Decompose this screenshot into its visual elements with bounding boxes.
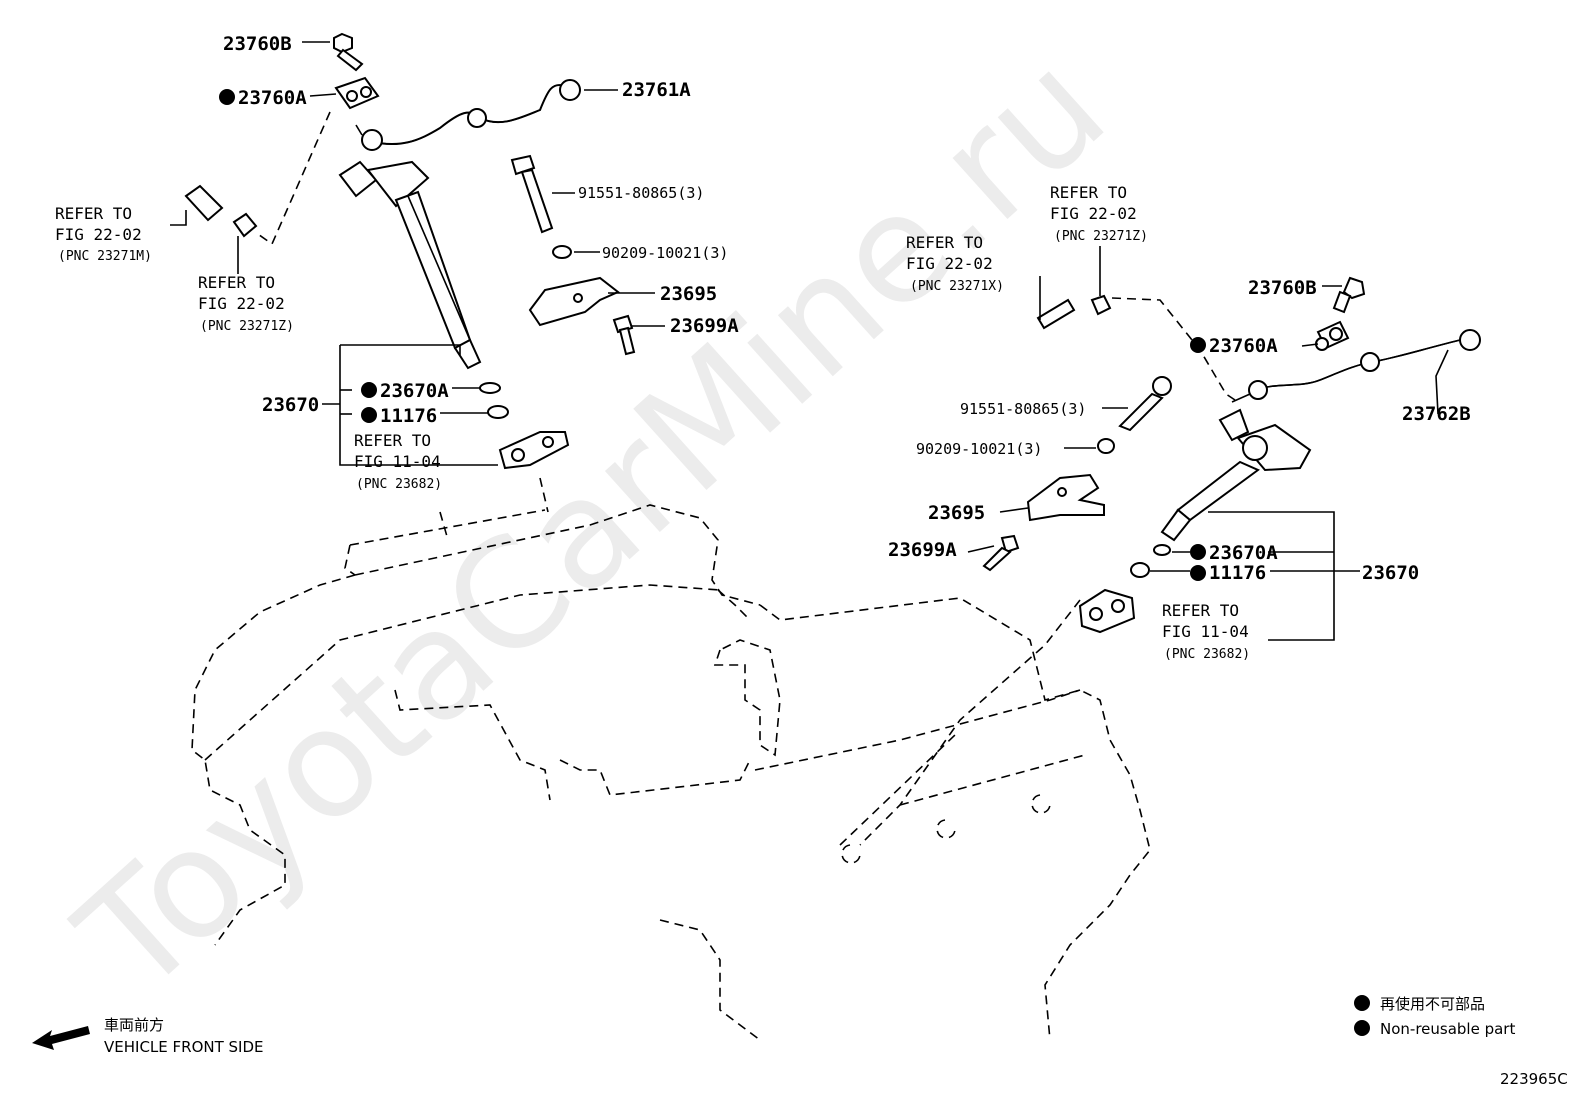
- nonreusable-dot-icon: [1190, 337, 1206, 353]
- left-leaders: [170, 41, 665, 466]
- nonreusable-jp: 再使用不可部品: [1380, 995, 1485, 1013]
- ref-pnc: (PNC 23271X): [910, 279, 1004, 294]
- bolt-23760B-left-icon: [333, 32, 364, 72]
- hose-23271X-icon: [1036, 298, 1076, 330]
- clamp-23760A-left-icon: [334, 76, 380, 110]
- label-91551-right: 91551-80865(3): [960, 400, 1086, 418]
- ref-fig: FIG 22-02: [906, 254, 993, 273]
- label-23760A-right: 23760A: [1209, 335, 1278, 357]
- ref-refer-to: REFER TO: [1162, 601, 1239, 620]
- ref-pnc: (PNC 23271Z): [200, 319, 294, 334]
- fuel-pipe-23761A-icon: [364, 84, 566, 146]
- right-injector-assembly: [982, 276, 1481, 634]
- clamp-23760A-right-icon: [1315, 320, 1350, 351]
- direction-legend: 車両前方 VEHICLE FRONT SIDE: [32, 1016, 264, 1056]
- clamp-23695-right-icon: [1026, 473, 1105, 522]
- label-11176-left: 11176: [380, 405, 437, 427]
- ref-refer-to: REFER TO: [1050, 183, 1127, 202]
- label-91551-left: 91551-80865(3): [578, 184, 704, 202]
- ref-fig: FIG 22-02: [198, 294, 285, 313]
- ref-fig: FIG 22-02: [55, 225, 142, 244]
- label-23760A-left: 23760A: [238, 87, 307, 109]
- label-23670-left: 23670: [262, 394, 319, 416]
- label-23762B: 23762B: [1402, 403, 1471, 425]
- label-23760B-right: 23760B: [1248, 277, 1317, 299]
- label-23670-right: 23670: [1362, 562, 1419, 584]
- label-23695-left: 23695: [660, 283, 717, 305]
- engine-outline: [191, 477, 1151, 1041]
- hose-23271M-icon: [184, 184, 224, 222]
- injector-23670-left-icon: [338, 160, 482, 370]
- bolt-91551-right-icon: [1118, 376, 1172, 432]
- holder-23682-right-icon: [1078, 588, 1136, 634]
- label-23699A-left: 23699A: [670, 315, 739, 337]
- label-23670A-right: 23670A: [1209, 542, 1278, 564]
- nonreusable-dot-icon: [1354, 1020, 1370, 1036]
- bolt-23699A-left-icon: [612, 314, 636, 356]
- clamp-23695-left-icon: [528, 276, 620, 327]
- bolt-91551-left-icon: [510, 154, 554, 234]
- direction-en: VEHICLE FRONT SIDE: [104, 1038, 264, 1056]
- ref-pnc: (PNC 23271M): [58, 249, 152, 264]
- label-23699A-right: 23699A: [888, 539, 957, 561]
- label-23670A-left: 23670A: [380, 380, 449, 402]
- washer-90209-left-icon: [552, 245, 572, 259]
- injector-23670-right-icon: [1160, 408, 1312, 542]
- nonreusable-legend: 再使用不可部品 Non-reusable part: [1354, 995, 1515, 1038]
- ref-refer-to: REFER TO: [354, 431, 431, 450]
- nonreusable-en: Non-reusable part: [1380, 1020, 1515, 1038]
- clip-23271Z-right-icon: [1090, 294, 1112, 316]
- label-90209-right: 90209-10021(3): [916, 440, 1042, 458]
- ref-fig: FIG 11-04: [354, 452, 441, 471]
- left-injector-assembly: [184, 32, 636, 470]
- ref-fig: FIG 11-04: [1162, 622, 1249, 641]
- figure-id: 223965C: [1500, 1070, 1568, 1088]
- gasket-11176-left-icon: [487, 405, 509, 419]
- direction-jp: 車両前方: [104, 1016, 164, 1034]
- front-arrow-icon: [32, 1026, 90, 1050]
- ref-pnc: (PNC 23682): [356, 477, 442, 492]
- ref-pnc: (PNC 23682): [1164, 647, 1250, 662]
- nonreusable-dot-icon: [219, 89, 235, 105]
- ref-fig: FIG 22-02: [1050, 204, 1137, 223]
- holder-23682-left-icon: [498, 431, 570, 470]
- washer-90209-right-icon: [1097, 438, 1115, 454]
- label-23695-right: 23695: [928, 502, 985, 524]
- nonreusable-dot-icon: [1354, 995, 1370, 1011]
- ref-refer-to: REFER TO: [55, 204, 132, 223]
- label-23761A: 23761A: [622, 79, 691, 101]
- right-leaders: [967, 246, 1449, 641]
- clip-23271Z-left-icon: [232, 212, 258, 238]
- label-90209-left: 90209-10021(3): [602, 244, 728, 262]
- ref-pnc: (PNC 23271Z): [1054, 229, 1148, 244]
- bolt-23760B-right-icon: [1332, 276, 1366, 314]
- seal-23670A-left-icon: [479, 382, 501, 394]
- label-23760B-left: 23760B: [223, 33, 292, 55]
- nonreusable-dot-icon: [1190, 544, 1206, 560]
- nonreusable-dot-icon: [361, 407, 377, 423]
- label-11176-right: 11176: [1209, 562, 1266, 584]
- nonreusable-dot-icon: [1190, 565, 1206, 581]
- ref-refer-to: REFER TO: [906, 233, 983, 252]
- ref-refer-to: REFER TO: [198, 273, 275, 292]
- nonreusable-dot-icon: [361, 382, 377, 398]
- seal-23670A-right-icon: [1153, 544, 1171, 556]
- bolt-23699A-right-icon: [982, 534, 1020, 572]
- gasket-11176-right-icon: [1130, 562, 1150, 578]
